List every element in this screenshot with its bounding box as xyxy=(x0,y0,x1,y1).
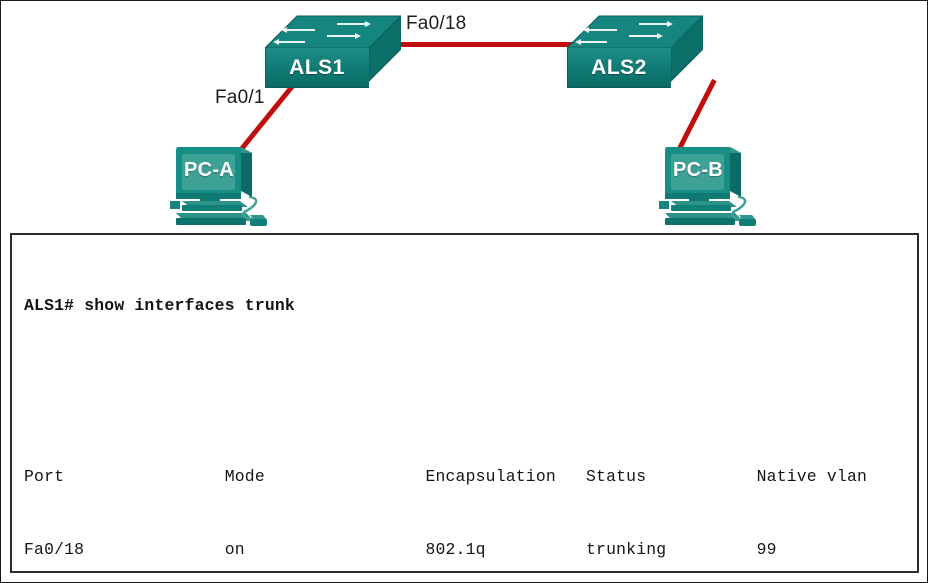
pc-a[interactable]: PC-A xyxy=(162,135,274,231)
link-label-fa0-1: Fa0/1 xyxy=(215,87,265,108)
switch-front-face xyxy=(265,48,369,88)
network-topology-diagram: Fa0/18 Fa0/1 xyxy=(1,1,927,232)
link-als1-als2 xyxy=(393,42,605,47)
pc-b[interactable]: PC-B xyxy=(651,135,763,231)
terminal-spacer xyxy=(24,367,917,391)
switch-als1[interactable]: ALS1 xyxy=(265,15,401,89)
switch-label-als1: ALS1 xyxy=(289,56,345,79)
terminal-text: ALS1# show interfaces trunk Port Mode En… xyxy=(12,235,917,571)
switch-side-face xyxy=(671,15,703,88)
switch-front-face xyxy=(567,48,671,88)
switch-side-face xyxy=(369,15,401,88)
terminal-command-line: ALS1# show interfaces trunk xyxy=(24,295,295,315)
terminal-section-row: Fa0/18 on 802.1q trunking 99 xyxy=(24,539,777,559)
switch-als2[interactable]: ALS2 xyxy=(567,15,703,89)
desktop-computer-icon xyxy=(659,147,756,226)
desktop-computer-icon xyxy=(170,147,267,226)
switch-label-als2: ALS2 xyxy=(591,56,647,79)
terminal-section-header: Port Mode Encapsulation Status Native vl… xyxy=(24,466,868,486)
terminal-output-panel: ALS1# show interfaces trunk Port Mode En… xyxy=(10,233,919,573)
link-label-fa0-18: Fa0/18 xyxy=(406,13,467,34)
